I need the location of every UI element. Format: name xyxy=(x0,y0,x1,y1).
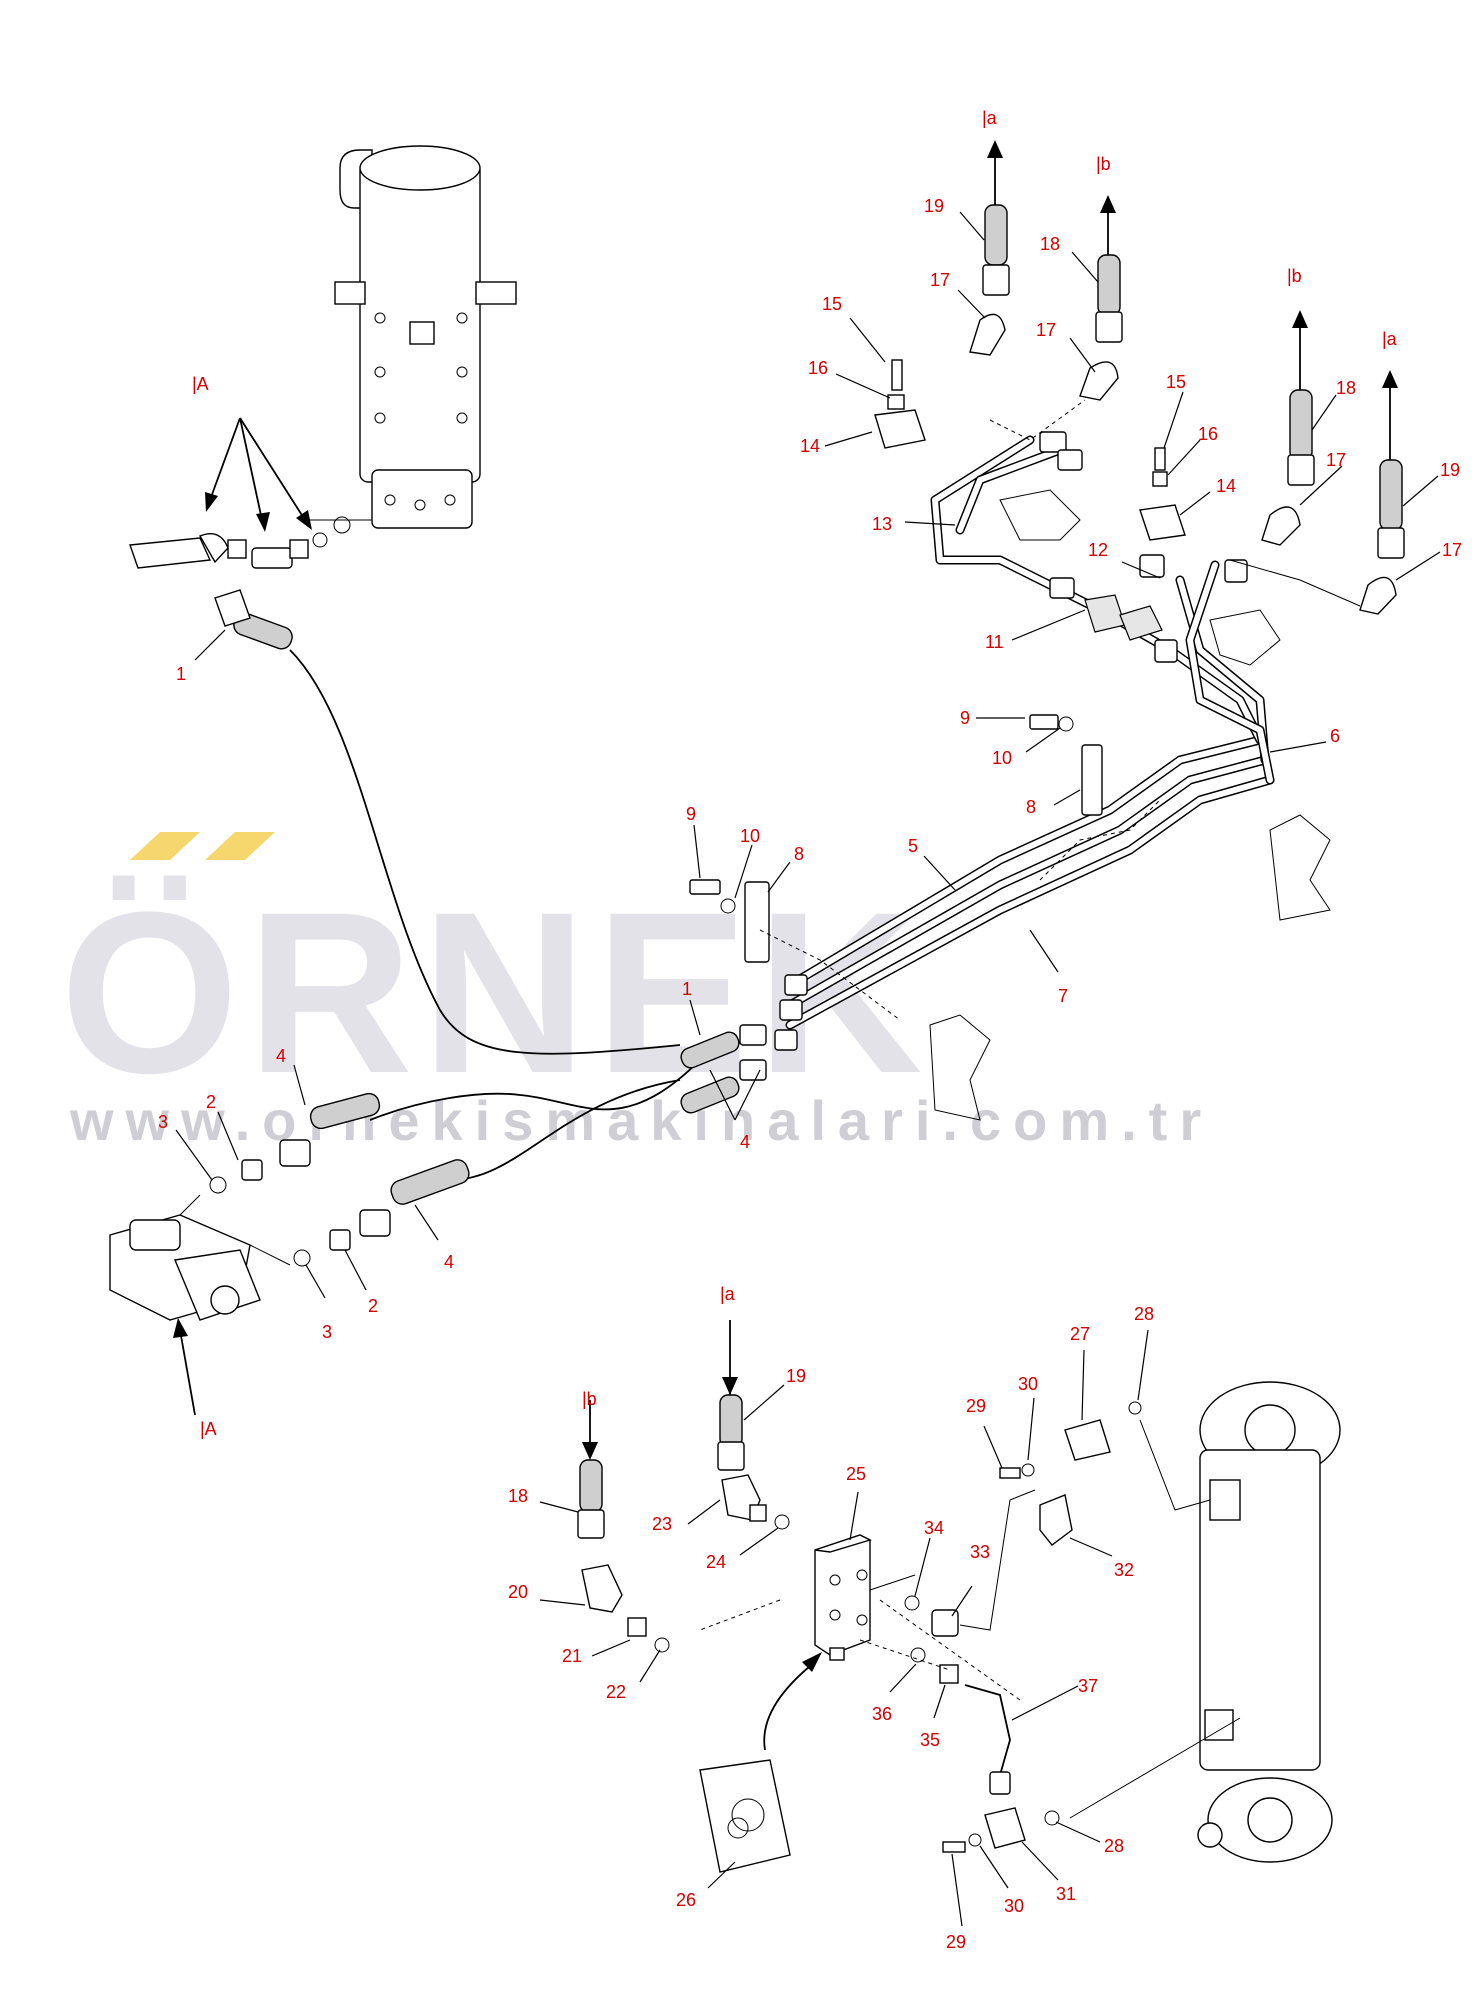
callout-21: 21 xyxy=(562,1646,582,1666)
ref-a-1: |a xyxy=(982,108,998,128)
callout-19a: 19 xyxy=(924,196,944,216)
watermark-url: www.ornekismakinalari.com.tr xyxy=(69,1089,1213,1152)
callout-25: 25 xyxy=(846,1464,866,1484)
watermark-brand: ÖRNEK xyxy=(60,864,931,1121)
callouts: 1 1 2 2 3 3 4 4 4 5 6 7 8 8 9 9 10 10 xyxy=(158,196,1462,1952)
callout-28a: 28 xyxy=(1134,1304,1154,1324)
callout-9b: 9 xyxy=(686,804,696,824)
hoses-4 xyxy=(209,1024,767,1267)
callout-16a: 16 xyxy=(808,358,828,378)
steel-pipe-bundle xyxy=(774,431,1275,1051)
callout-4a: 4 xyxy=(276,1046,286,1066)
callout-2b: 2 xyxy=(368,1296,378,1316)
frame-cutaways xyxy=(929,489,1331,1121)
callout-4c: 4 xyxy=(740,1132,750,1152)
dashed-routes xyxy=(699,399,1161,1701)
ref-b-1: |b xyxy=(1096,154,1111,174)
callout-20: 20 xyxy=(508,1582,528,1602)
callout-1a: 1 xyxy=(176,664,186,684)
callout-3b: 3 xyxy=(322,1322,332,1342)
rotary-joint xyxy=(300,145,517,529)
callout-15a: 15 xyxy=(822,294,842,314)
fittings-top-left xyxy=(874,204,1123,449)
callout-9a: 9 xyxy=(960,708,970,728)
callout-22: 22 xyxy=(606,1682,626,1702)
ref-A-bottom: |A xyxy=(200,1419,217,1439)
clamp-upper xyxy=(1029,714,1103,816)
ref-a-2: |a xyxy=(1382,329,1398,349)
callout-4b: 4 xyxy=(444,1252,454,1272)
callout-1b: 1 xyxy=(682,979,692,999)
callout-27: 27 xyxy=(1070,1324,1090,1344)
rotary-joint-ports xyxy=(374,312,468,511)
callout-30a: 30 xyxy=(1018,1374,1038,1394)
callout-15b: 15 xyxy=(1166,372,1186,392)
callout-32: 32 xyxy=(1114,1560,1134,1580)
hydraulic-cylinder xyxy=(1069,1381,1341,1863)
decal-plate xyxy=(699,1652,822,1873)
callout-37: 37 xyxy=(1078,1676,1098,1696)
callout-18b: 18 xyxy=(1336,378,1356,398)
fittings-bottom xyxy=(577,1320,1142,1853)
callout-14b: 14 xyxy=(1216,476,1236,496)
callout-19c: 19 xyxy=(786,1366,806,1386)
watermark: ÖRNEK www.ornekismakinalari.com.tr xyxy=(60,832,1213,1152)
callout-2a: 2 xyxy=(206,1092,216,1112)
callout-17d: 17 xyxy=(1442,540,1462,560)
callout-14a: 14 xyxy=(800,436,820,456)
callout-10a: 10 xyxy=(992,748,1012,768)
callout-19b: 19 xyxy=(1440,460,1460,480)
callout-12: 12 xyxy=(1088,540,1108,560)
callout-34: 34 xyxy=(924,1518,944,1538)
callout-5: 5 xyxy=(908,836,918,856)
callout-30b: 30 xyxy=(1004,1896,1024,1916)
callout-10b: 10 xyxy=(740,826,760,846)
callout-35: 35 xyxy=(920,1730,940,1750)
callout-23: 23 xyxy=(652,1514,672,1534)
callout-8a: 8 xyxy=(1026,797,1036,817)
clamp-middle xyxy=(689,879,770,963)
solenoid-valve xyxy=(109,1194,291,1321)
valve-block xyxy=(814,1534,872,1661)
ref-A-top: |A xyxy=(192,374,209,394)
arrows-up xyxy=(987,140,1398,460)
ref-b-2: |b xyxy=(1287,266,1302,286)
callout-31: 31 xyxy=(1056,1884,1076,1904)
hose-1 xyxy=(129,516,681,1055)
callout-33: 33 xyxy=(970,1542,990,1562)
callout-26: 26 xyxy=(676,1890,696,1910)
callout-29a: 29 xyxy=(966,1396,986,1416)
callout-7: 7 xyxy=(1058,986,1068,1006)
callout-11: 11 xyxy=(985,632,1004,652)
callout-28b: 28 xyxy=(1104,1836,1124,1856)
callout-16b: 16 xyxy=(1198,424,1218,444)
callout-3a: 3 xyxy=(158,1112,168,1132)
callout-13: 13 xyxy=(872,514,892,534)
watermark-accent-left xyxy=(130,832,200,860)
callout-36: 36 xyxy=(872,1704,892,1724)
callout-17b: 17 xyxy=(1036,320,1056,340)
reference-labels: |A |A |a |b |b |a |a |b xyxy=(192,108,1398,1439)
callout-29b: 29 xyxy=(946,1932,966,1952)
callout-24: 24 xyxy=(706,1552,726,1572)
arrows-rotary xyxy=(173,417,312,1416)
callout-17c: 17 xyxy=(1326,450,1346,470)
fittings-top-right xyxy=(1119,389,1405,641)
ref-b-3: |b xyxy=(582,1389,597,1409)
callout-18a: 18 xyxy=(1040,234,1060,254)
callout-18c: 18 xyxy=(508,1486,528,1506)
callout-17a: 17 xyxy=(930,270,950,290)
watermark-accent-right xyxy=(205,832,275,860)
callout-6: 6 xyxy=(1330,726,1340,746)
ref-a-3: |a xyxy=(720,1284,736,1304)
callout-8b: 8 xyxy=(794,844,804,864)
